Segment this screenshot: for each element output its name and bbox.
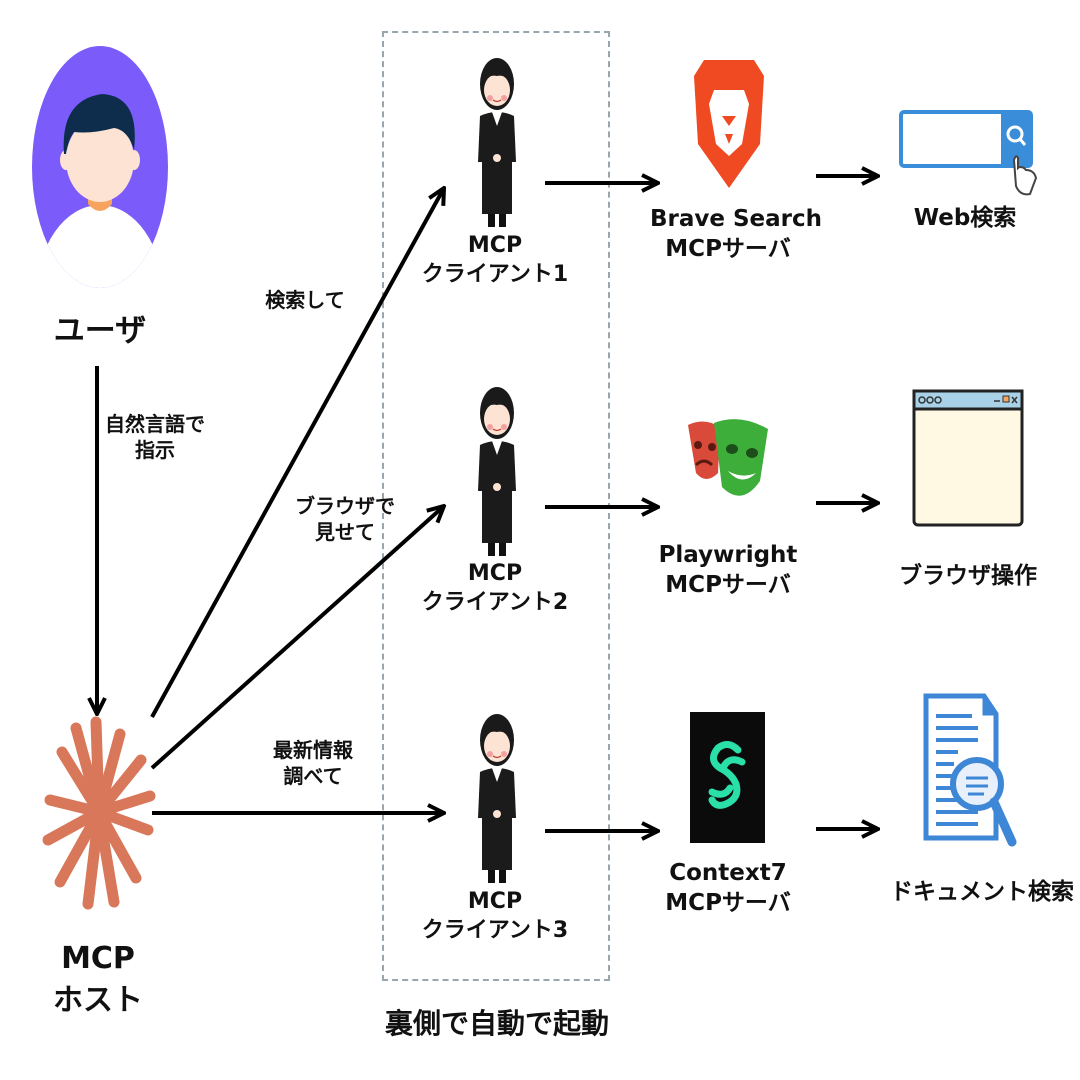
search-edge-label: 検索して [265,288,345,312]
user-label: ユーザ [53,313,147,349]
instruction-edge-label: 自然言語で 指示 [105,412,205,462]
background-caption: 裏側で自動で起動 [384,1007,609,1040]
arrow-host-to-client2 [150,506,444,770]
mcp-host-burst-icon [42,716,156,910]
result2-label: ブラウザ操作 [899,563,1037,589]
server2-label: Playwright MCPサーバ [658,542,798,598]
server3-label: Context7 MCPサーバ [665,860,791,916]
browser-window-icon [912,389,1024,527]
result1-label: Web検索 [913,205,1017,231]
latest-info-edge-label: 最新情報 調べて [273,738,353,788]
server1-label: Brave Search MCPサーバ [650,206,823,262]
search-bar-icon [899,110,1038,196]
mcp-host-label: MCP ホスト [53,941,143,1018]
client1-label: MCP クライアント1 [421,233,569,287]
client3-person-icon [478,714,516,883]
browser-edge-label: ブラウザで 見せて [295,494,395,544]
client2-person-icon [478,387,516,556]
brave-lion-icon [694,60,764,188]
context7-logo-icon [690,712,765,843]
result3-label: ドキュメント検索 [890,879,1074,905]
user-avatar-icon [32,46,168,288]
theater-masks-icon [688,419,768,496]
client2-label: MCP クライアント2 [421,561,569,615]
arrow-host-to-client1 [150,188,444,718]
document-search-icon [923,693,1017,847]
client3-label: MCP クライアント3 [421,889,569,943]
client1-person-icon [478,58,516,227]
